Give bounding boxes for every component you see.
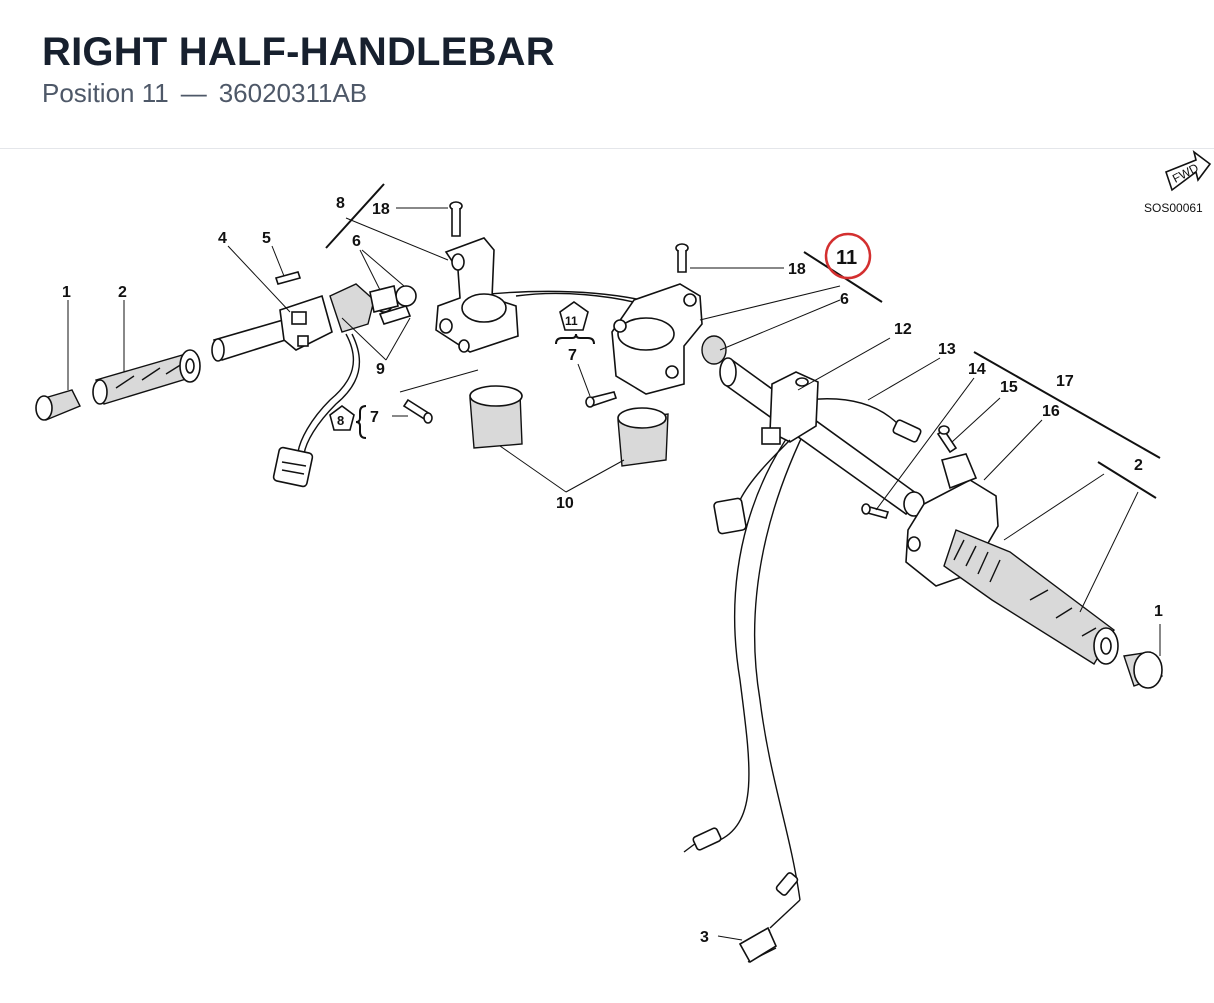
pentagon-marker-11 <box>559 301 589 331</box>
right-bar-end-cap <box>1123 651 1163 689</box>
callout-6-right: 6 <box>840 291 849 308</box>
bolt-15 <box>936 425 958 454</box>
throttle-cables <box>467 290 901 929</box>
bolt-7-left <box>402 398 433 424</box>
callout-16: 16 <box>1042 403 1060 420</box>
callout-1-right: 1 <box>1154 603 1163 620</box>
callout-8-top: 8 <box>336 195 345 212</box>
right-wiring-connector <box>713 439 791 535</box>
callout-2-left: 2 <box>118 284 127 301</box>
callout-7-middle: 7 <box>568 347 577 364</box>
right-handlebar-tube <box>719 357 925 517</box>
exploded-parts-diagram: FWD SOS00061 <box>35 150 1212 964</box>
bushing-right <box>701 335 727 365</box>
callout-8-pentagon: 8 <box>337 413 344 428</box>
handlebar-riser <box>761 371 819 445</box>
pentagon-marker-8 <box>329 405 355 431</box>
drawing-code: SOS00061 <box>1144 201 1203 215</box>
leader-lines <box>67 207 1161 941</box>
callout-2-right: 2 <box>1134 457 1143 474</box>
callout-5: 5 <box>262 230 271 247</box>
callout-17: 17 <box>1056 373 1074 390</box>
forward-arrow-icon: FWD <box>1165 150 1212 192</box>
right-upper-clamp <box>611 283 703 395</box>
subtitle-separator: — <box>180 78 207 108</box>
right-grip <box>943 529 1119 665</box>
callout-14: 14 <box>968 361 986 378</box>
callout-1-left: 1 <box>62 284 71 301</box>
left-upper-clamp <box>435 237 519 353</box>
screw-5 <box>274 271 302 285</box>
callout-13: 13 <box>938 341 956 358</box>
part-number: 36020311AB <box>218 78 368 108</box>
callout-6-left: 6 <box>352 233 361 250</box>
callout-11-highlight: 11 <box>836 247 857 269</box>
callout-10: 10 <box>556 495 574 512</box>
page-subtitle: Position 11 — 36020311AB <box>42 78 367 109</box>
bolt-14 <box>861 503 890 519</box>
page-title: RIGHT HALF-HANDLEBAR <box>42 30 555 74</box>
callout-labels: 1 2 3 4 5 6 6 7 7 8 8 9 10 11 11 12 13 1… <box>62 195 1163 946</box>
callout-12: 12 <box>894 321 912 338</box>
highlight-ring <box>824 232 872 280</box>
group-brackets <box>325 183 1161 499</box>
cable-end-fittings <box>692 419 922 896</box>
callout-15: 15 <box>1000 379 1018 396</box>
callout-18-left: 18 <box>372 201 390 218</box>
page-header: RIGHT HALF-HANDLEBAR Position 11 — 3602031… <box>0 0 1214 149</box>
callout-11-pentagon: 11 <box>565 314 578 328</box>
rubber-damper-right <box>617 407 669 467</box>
callout-7-left: 7 <box>370 409 379 426</box>
bushing-left <box>369 285 399 313</box>
left-wiring-harness <box>272 333 361 488</box>
return-spring <box>738 926 778 964</box>
bolt-18-left <box>449 201 463 237</box>
callout-9: 9 <box>376 361 385 378</box>
left-grip <box>92 349 201 405</box>
position-label: Position 11 <box>42 78 169 108</box>
left-bar-end-cap <box>35 389 81 421</box>
callout-3: 3 <box>700 929 709 946</box>
rubber-damper-left <box>469 385 523 449</box>
left-switch-housing <box>279 294 333 351</box>
bolt-7-middle <box>585 391 618 408</box>
bolt-18-right <box>675 243 689 273</box>
callout-4: 4 <box>218 230 227 247</box>
callout-18-right: 18 <box>788 261 806 278</box>
